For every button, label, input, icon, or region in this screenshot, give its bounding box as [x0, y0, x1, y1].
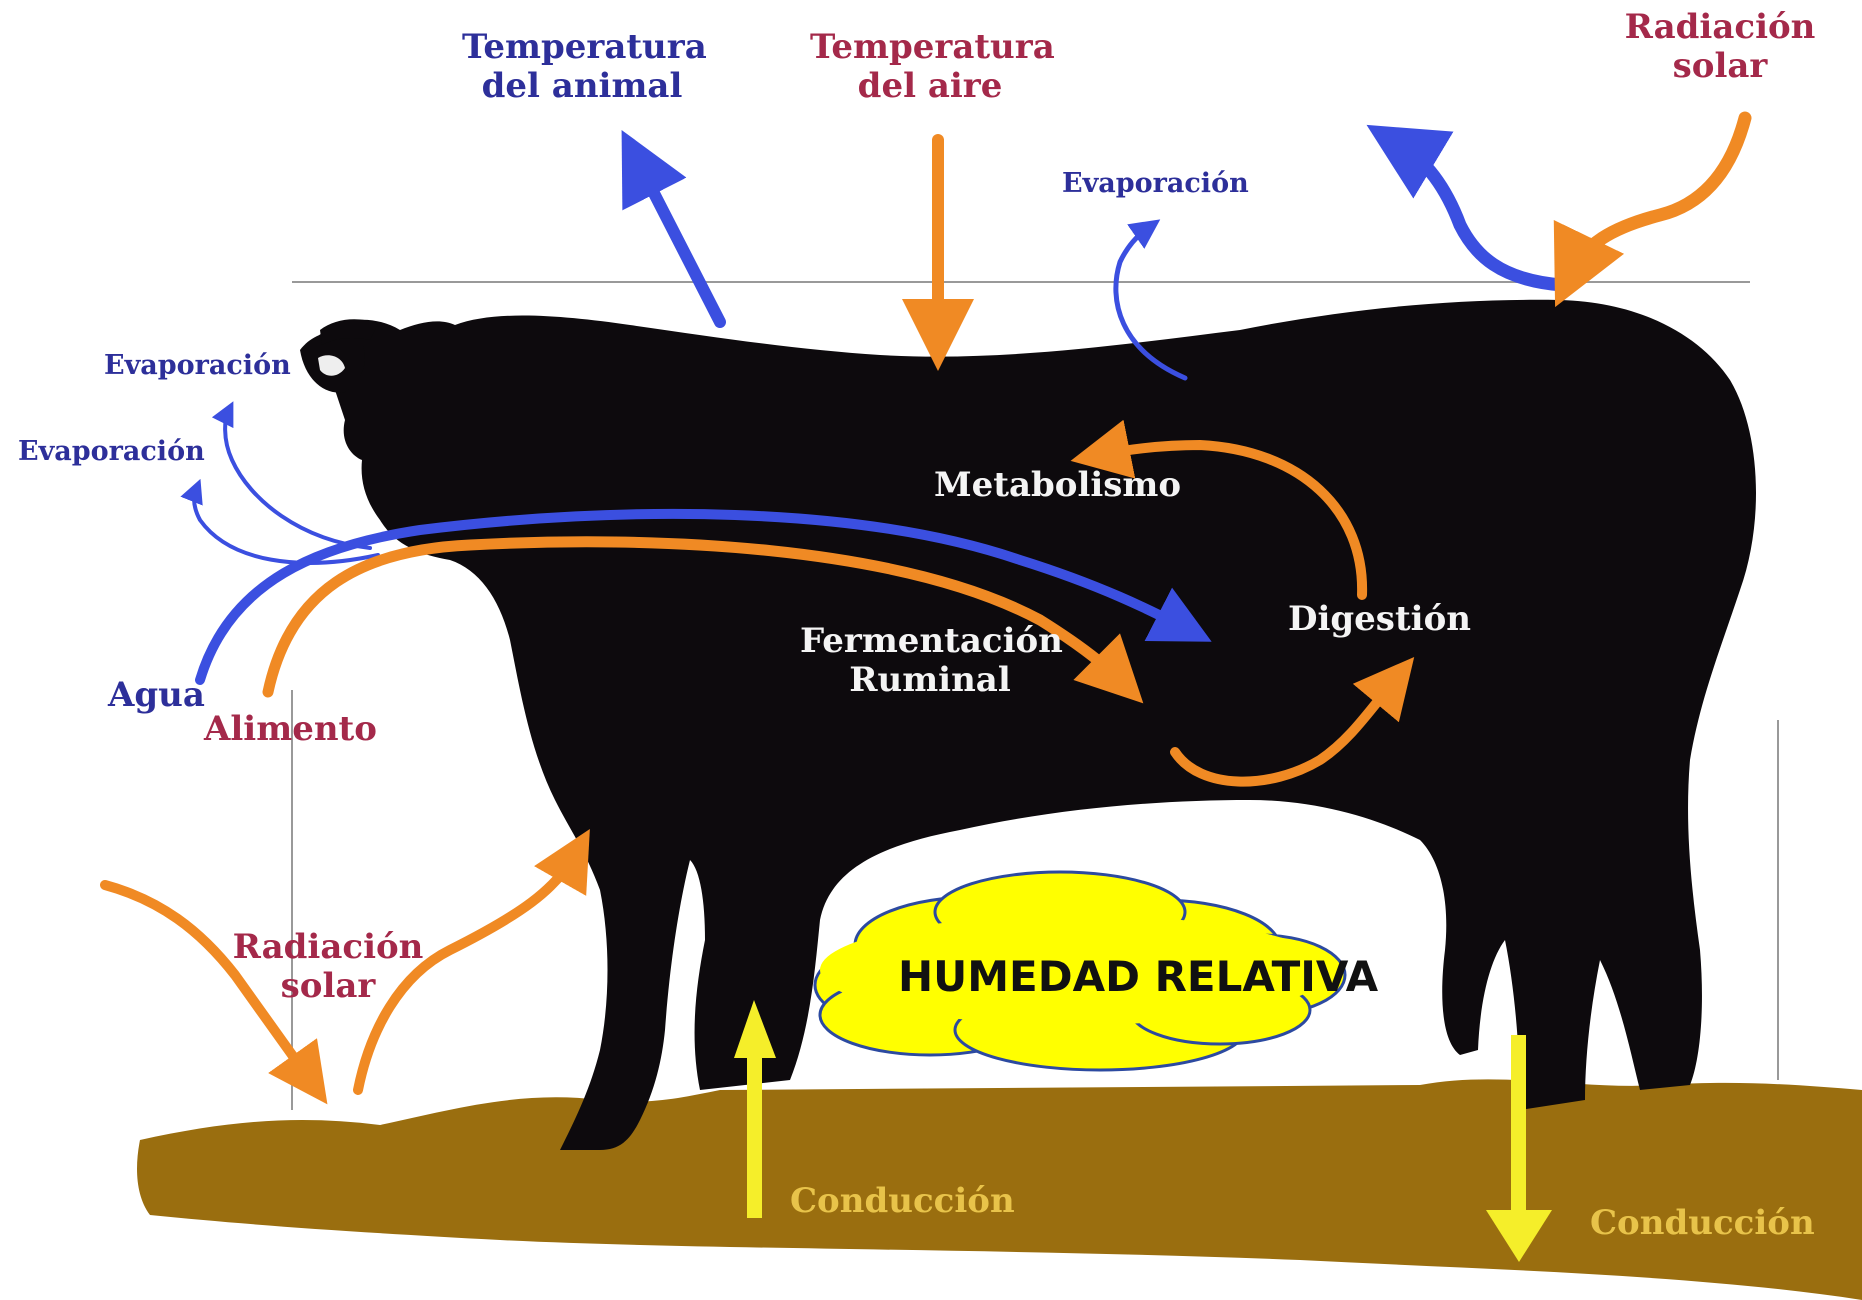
label-metabolism: Metabolismo: [934, 466, 1181, 505]
label-fermentation: Fermentación Ruminal: [800, 622, 1060, 700]
label-evaporation-ear: Evaporación: [104, 350, 291, 381]
label-water: Agua: [108, 676, 205, 715]
label-digestion: Digestión: [1288, 600, 1471, 639]
label-air-temperature: Temperatura del aire: [810, 28, 1050, 106]
arrow-animal-temperature: [638, 162, 720, 322]
label-animal-temperature: Temperatura del animal: [462, 28, 702, 106]
label-solar-radiation-ground: Radiación solar: [228, 928, 428, 1006]
arrow-solar-top: [1572, 118, 1745, 272]
label-evaporation-back: Evaporación: [1062, 168, 1249, 199]
label-solar-radiation-top: Radiación solar: [1620, 8, 1820, 86]
label-conduction-back: Conducción: [1590, 1204, 1815, 1243]
label-relative-humidity: HUMEDAD RELATIVA: [898, 952, 1378, 1001]
label-evaporation-mouth: Evaporación: [18, 436, 205, 467]
label-food: Alimento: [204, 710, 377, 749]
arrow-evaporation-shoulder: [1400, 145, 1562, 285]
arrow-evaporation-mouth: [194, 490, 378, 563]
label-conduction-front: Conducción: [790, 1182, 1015, 1221]
